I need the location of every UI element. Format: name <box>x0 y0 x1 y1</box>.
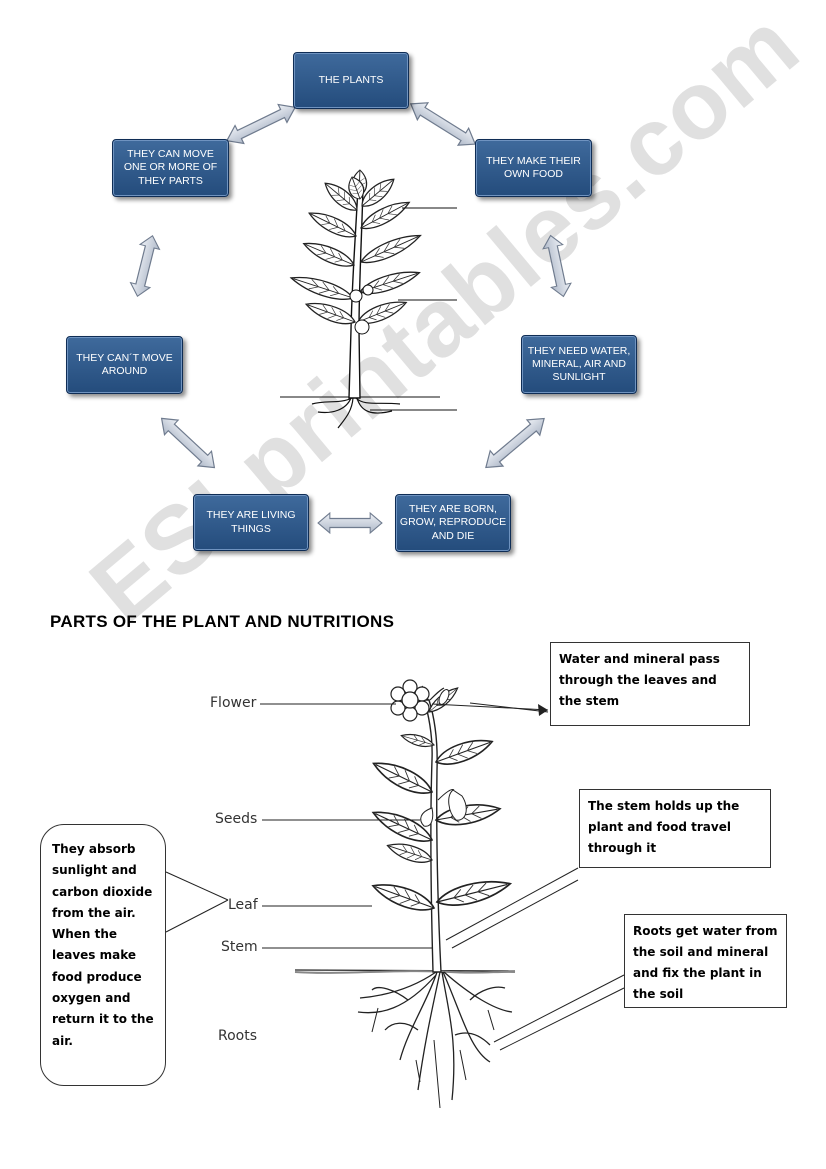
label-leaf: Leaf <box>228 897 258 913</box>
cycle-box-living-things: THEY ARE LIVING THINGS <box>193 494 309 551</box>
cycle-box-make-own-food: THEY MAKE THEIR OWN FOOD <box>475 139 592 197</box>
label-stem: Stem <box>221 939 258 955</box>
note-leaves-water: Water and mineral pass through the leave… <box>550 642 750 726</box>
label-roots: Roots <box>218 1028 257 1044</box>
section-heading: PARTS OF THE PLANT AND NUTRITIONS <box>50 612 394 632</box>
leaf-speech-bubble: They absorb sunlight and carbon dioxide … <box>40 824 166 1086</box>
label-flower: Flower <box>210 695 256 711</box>
cycle-box-cant-move: THEY CAN´T MOVE AROUND <box>66 336 183 394</box>
note-roots: Roots get water from the soil and minera… <box>624 914 787 1008</box>
cycle-box-can-move-parts: THEY CAN MOVE ONE OR MORE OF THEY PARTS <box>112 139 229 197</box>
cycle-box-born-grow: THEY ARE BORN, GROW, REPRODUCE AND DIE <box>395 494 511 552</box>
cycle-box-need-water: THEY NEED WATER, MINERAL, AIR AND SUNLIG… <box>521 335 637 394</box>
cycle-arrow-cant-move-living <box>155 411 221 475</box>
cycle-arrow-plants-make-food <box>405 95 480 152</box>
cycle-box-the-plants: THE PLANTS <box>293 52 409 109</box>
top-plant-illustration <box>280 170 457 428</box>
cycle-arrow-living-born <box>318 513 382 533</box>
label-seeds: Seeds <box>215 811 257 827</box>
cycle-arrow-can-move-cant-move <box>128 233 162 298</box>
cycle-arrow-need-born <box>479 411 550 475</box>
note-stem: The stem holds up the plant and food tra… <box>579 789 771 868</box>
flower-head <box>391 680 429 721</box>
cycle-arrow-make-food-need <box>541 233 574 298</box>
cycle-arrow-plants-can-move <box>222 98 299 149</box>
